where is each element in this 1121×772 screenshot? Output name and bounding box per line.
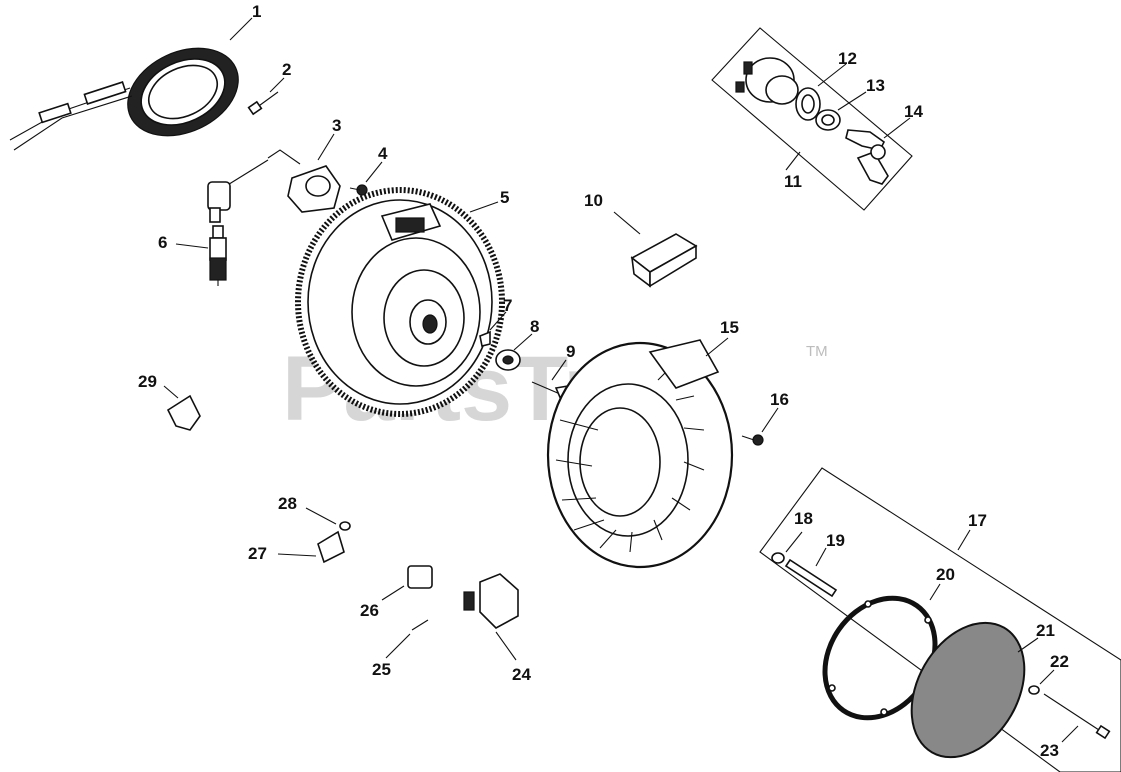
callout-4: 4 <box>378 144 388 163</box>
callout-24: 24 <box>512 665 531 684</box>
callout-11: 11 <box>784 172 802 191</box>
callout-18: 18 <box>794 509 813 528</box>
watermark-trademark: TM <box>806 343 828 360</box>
clamp[interactable] <box>166 394 201 431</box>
clip[interactable] <box>317 530 345 564</box>
callout-23: 23 <box>1040 741 1059 760</box>
callout-5: 5 <box>500 188 509 207</box>
regulator-connector[interactable] <box>407 565 433 589</box>
ignition-keys[interactable] <box>845 129 889 185</box>
screen-screw[interactable] <box>1043 693 1111 740</box>
callout-10: 10 <box>584 191 603 210</box>
connector[interactable] <box>630 233 698 288</box>
callout-15: 15 <box>720 318 739 337</box>
fan-screw[interactable] <box>741 434 764 446</box>
grass-screen-kit-outline <box>759 467 1121 772</box>
clip-washer[interactable] <box>339 521 351 531</box>
callout-29: 29 <box>138 372 157 391</box>
switch-nut[interactable] <box>815 109 841 131</box>
callout-9: 9 <box>566 342 575 361</box>
callout-3: 3 <box>332 116 341 135</box>
ignition-switch-kit-outline <box>711 27 913 211</box>
spark-plug[interactable] <box>209 225 227 286</box>
callout-20: 20 <box>936 565 955 584</box>
callout-8: 8 <box>530 317 539 336</box>
regulator-screw[interactable] <box>411 619 429 631</box>
callout-28: 28 <box>278 494 297 513</box>
callout-2: 2 <box>282 60 291 79</box>
callout-22: 22 <box>1050 652 1069 671</box>
leader-lines <box>163 17 1079 743</box>
callout-19: 19 <box>826 531 845 550</box>
callout-6: 6 <box>158 233 167 252</box>
callout-labels: 1 2 3 4 5 6 7 8 9 10 11 12 13 14 15 16 1… <box>138 2 1069 760</box>
callout-25: 25 <box>372 660 391 679</box>
callout-27: 27 <box>248 544 267 563</box>
callout-13: 13 <box>866 76 885 95</box>
grass-screen[interactable] <box>889 603 1048 772</box>
flywheel-key[interactable] <box>479 330 491 347</box>
stator[interactable] <box>9 31 252 153</box>
callout-26: 26 <box>360 601 379 620</box>
callout-7: 7 <box>503 296 512 315</box>
callout-16: 16 <box>770 390 789 409</box>
flywheel-washer[interactable] <box>495 349 521 371</box>
flywheel[interactable] <box>295 187 505 417</box>
module-screw[interactable] <box>349 184 368 196</box>
ignition-switch[interactable] <box>735 57 799 105</box>
stator-screw[interactable] <box>247 91 279 116</box>
blower-fan[interactable] <box>546 339 734 569</box>
callout-17: 17 <box>968 511 987 530</box>
ignition-module[interactable] <box>207 149 341 223</box>
kit-spacer[interactable] <box>784 558 838 598</box>
callout-14: 14 <box>904 102 923 121</box>
callout-12: 12 <box>838 49 857 68</box>
callout-21: 21 <box>1036 621 1055 640</box>
kit-washer[interactable] <box>771 552 785 564</box>
callout-1: 1 <box>252 2 261 21</box>
screen-washer[interactable] <box>1028 685 1040 695</box>
rectifier-regulator[interactable] <box>463 573 519 629</box>
switch-washer[interactable] <box>795 87 821 121</box>
